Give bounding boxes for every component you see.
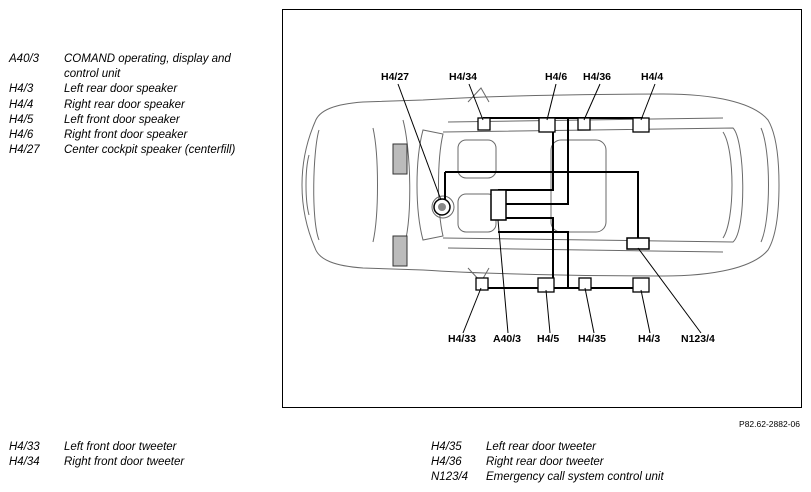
callout-label: A40/3 — [493, 333, 521, 345]
center-speaker-cone — [438, 203, 446, 211]
legend-desc: Left front door tweeter — [64, 441, 177, 453]
legend-bottom-left: H4/33 Left front door tweeter H4/34 Right … — [9, 440, 264, 470]
legend-row: H4/33 Left front door tweeter — [9, 440, 264, 455]
callout-label: H4/6 — [545, 71, 567, 83]
legend-code: N123/4 — [431, 471, 469, 484]
leader-n123-4 — [637, 247, 702, 334]
legend-row: H4/35 Left rear door tweeter — [431, 440, 686, 455]
legend-desc: Right rear door speaker — [64, 98, 185, 111]
vehicle-speaker-diagram: H4/27 H4/34 H4/6 H4/36 H4/4 H4/33 A40/3 … — [301, 71, 780, 345]
hood-seam — [402, 119, 411, 251]
speaker-h4-33 — [475, 277, 489, 291]
legend-row: H4/6 Right front door speaker — [9, 128, 264, 143]
legend-bottom-right: H4/35 Left rear door tweeter H4/36 Right r… — [431, 440, 686, 486]
legend-row: H4/3 Left rear door speaker — [9, 82, 264, 97]
legend-top: A40/3 COMAND operating, display and contr… — [9, 52, 264, 158]
legend-row: H4/27 Center cockpit speaker (centerfill) — [9, 143, 264, 158]
legend-code: H4/3 — [9, 83, 34, 96]
legend-code: H4/6 — [9, 129, 34, 142]
legend-row: N123/4 Emergency call system control unit — [431, 470, 686, 485]
leader-h4-35 — [584, 287, 595, 334]
leader-h4-3 — [640, 289, 651, 334]
front-seat-right — [457, 139, 497, 179]
speaker-h4-36 — [577, 117, 591, 131]
legend-code: H4/33 — [9, 441, 40, 453]
legend-desc: Center cockpit speaker (centerfill) — [64, 144, 236, 157]
legend-code: H4/34 — [9, 456, 40, 469]
callout-label: H4/5 — [537, 333, 559, 345]
legend-row: H4/4 Right rear door speaker — [9, 98, 264, 113]
callout-label: H4/36 — [583, 71, 611, 83]
hood-vent-right — [392, 143, 408, 175]
callout-label: N123/4 — [681, 333, 715, 345]
wire-h4-35 — [498, 231, 569, 288]
wire-main-bus — [445, 171, 639, 240]
hood-crease — [372, 127, 378, 243]
mirror-right — [467, 87, 490, 103]
leader-h4-6 — [546, 83, 557, 121]
leader-h4-27 — [397, 83, 442, 201]
callout-label: H4/4 — [641, 71, 663, 83]
comand-unit — [490, 189, 507, 221]
leader-h4-4 — [640, 83, 656, 121]
callout-label: H4/34 — [449, 71, 477, 83]
legend-row: H4/5 Left front door speaker — [9, 113, 264, 128]
legend-desc: Emergency call system control unit — [486, 471, 664, 484]
leader-h4-33 — [462, 287, 482, 334]
speaker-h4-34 — [477, 117, 491, 131]
legend-desc: COMAND operating, display and control un… — [64, 53, 231, 81]
legend-code: H4/4 — [9, 98, 34, 111]
leader-a40-3 — [497, 219, 509, 334]
speaker-h4-4 — [632, 117, 650, 133]
roof-outline — [442, 127, 744, 243]
rear-bench — [550, 139, 607, 233]
emergency-call-unit — [626, 237, 650, 250]
legend-desc: Left rear door tweeter — [486, 441, 596, 453]
legend-code: H4/5 — [9, 113, 34, 126]
legend-desc: Left rear door speaker — [64, 83, 178, 96]
speaker-h4-5 — [537, 277, 555, 293]
legend-code: H4/35 — [431, 441, 462, 453]
side-window-bottom — [447, 247, 724, 253]
callout-label: H4/35 — [578, 333, 606, 345]
leader-h4-34 — [468, 83, 484, 121]
car-body-outline — [301, 93, 780, 277]
legend-code: H4/36 — [431, 456, 462, 469]
legend-desc: Right front door tweeter — [64, 456, 185, 469]
legend-row: H4/36 Right rear door tweeter — [431, 455, 686, 470]
wire-h4-5 — [498, 217, 554, 288]
front-grille — [305, 154, 310, 216]
legend-desc: Left front door speaker — [64, 113, 180, 126]
legend-code: H4/27 — [9, 144, 40, 157]
leader-h4-36 — [583, 83, 601, 121]
front-bumper-line — [313, 129, 320, 241]
wire-h4-6 — [498, 118, 554, 191]
steering-wheel — [431, 195, 455, 219]
legend-code: A40/3 — [9, 53, 40, 65]
hood-vent-left — [392, 235, 408, 267]
callout-label: H4/3 — [638, 333, 660, 345]
rear-window — [722, 131, 733, 239]
reference-code: P82.62-2882-06 — [739, 419, 800, 429]
speaker-h4-6 — [538, 117, 556, 133]
wire-h4-36 — [498, 118, 569, 205]
callout-label: H4/27 — [381, 71, 409, 83]
callout-label: H4/33 — [448, 333, 476, 345]
legend-row: H4/34 Right front door tweeter — [9, 455, 264, 470]
windshield — [416, 129, 444, 241]
rear-bumper — [760, 127, 769, 243]
legend-row: A40/3 COMAND operating, display and contr… — [9, 52, 264, 82]
diagram-frame: H4/27 H4/34 H4/6 H4/36 H4/4 H4/33 A40/3 … — [282, 9, 802, 408]
legend-desc: Right front door speaker — [64, 129, 188, 142]
leader-h4-5 — [545, 289, 551, 334]
speaker-h4-3 — [632, 277, 650, 293]
legend-desc: Right rear door tweeter — [486, 456, 604, 469]
